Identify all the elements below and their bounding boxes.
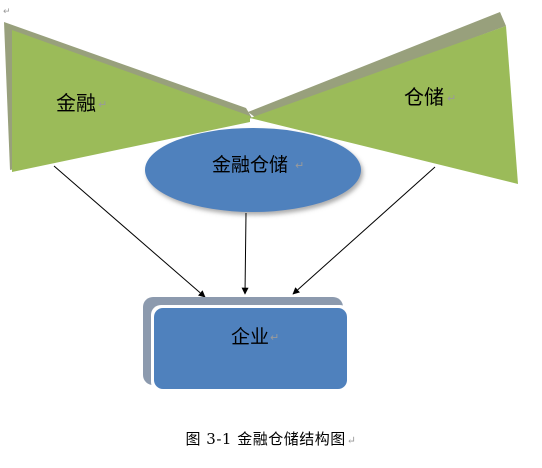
target-box-label: 企业 — [231, 326, 269, 348]
target-box-paragraph-mark: ↵ — [270, 331, 279, 344]
target-box-shape — [154, 308, 347, 389]
caption-paragraph-mark: ↵ — [346, 434, 357, 447]
left-wedge-paragraph-mark: ↵ — [98, 98, 107, 111]
left-wedge-label: 金融 — [56, 91, 96, 115]
left-wedge: 金融 ↵ — [4, 22, 252, 172]
right-wedge: 仓储 ↵ — [248, 12, 518, 184]
center-ellipse-shape — [145, 128, 361, 212]
right-wedge-shape — [250, 26, 518, 184]
right-wedge-label: 仓储 — [404, 85, 444, 109]
figure-caption: 图 3-1 金融仓储结构图↵ — [0, 428, 542, 449]
arrow-right-to-box — [292, 166, 436, 295]
target-box: 企业 ↵ — [143, 297, 350, 392]
center-ellipse-paragraph-mark: ↵ — [295, 159, 304, 172]
arrows — [53, 165, 436, 298]
corner-paragraph-mark: ↵ — [3, 7, 11, 17]
center-ellipse: 金融仓储 ↵ — [145, 128, 361, 212]
center-ellipse-label: 金融仓储 — [212, 154, 288, 176]
arrow-left-to-box — [53, 165, 206, 298]
right-wedge-shadow — [248, 12, 506, 118]
figure-caption-text: 图 3-1 金融仓储结构图 — [185, 430, 346, 448]
finance-warehouse-diagram: 金融 ↵ 仓储 ↵ 金融仓储 ↵ 企业 ↵ ↵ — [3, 7, 518, 392]
arrow-center-to-box — [241, 212, 249, 295]
right-wedge-paragraph-mark: ↵ — [447, 92, 456, 105]
left-wedge-shape — [12, 30, 250, 172]
